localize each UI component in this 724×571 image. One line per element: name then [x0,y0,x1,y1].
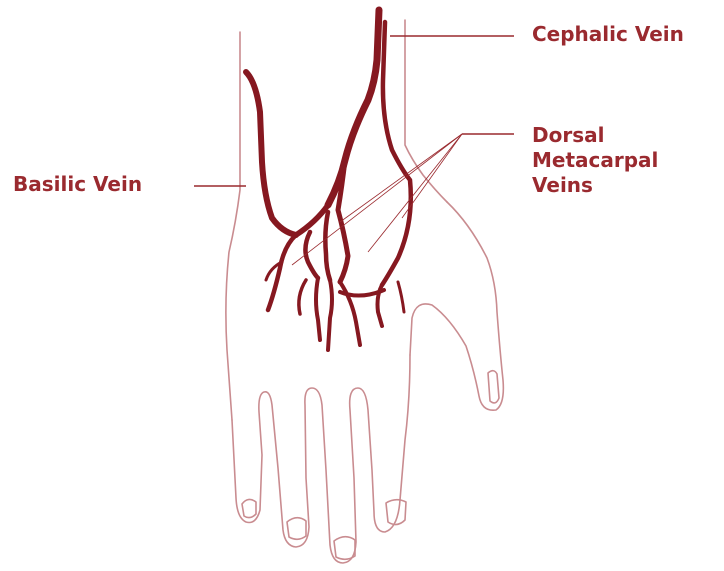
dorsal-metacarpal-veins-label: Dorsal Metacarpal Veins [532,123,658,198]
cephalic-vein [328,10,379,205]
arch-mid-loop [305,232,318,278]
cephalic-vein-label: Cephalic Vein [532,22,684,47]
leader-lines [194,36,514,265]
cephalic-vein-branch [382,22,411,285]
dorsal-label-line-3: Veins [532,173,658,198]
metacarpal-vein-2 [328,280,332,350]
dorsal-label-line-2: Metacarpal [532,148,658,173]
dorsal-leader-1 [340,134,462,222]
arch-mid-right [325,212,330,280]
thumb-outline [410,202,503,410]
metacarpal-vein-1 [316,278,320,340]
dorsal-label-line-1: Dorsal [532,123,658,148]
forearm-right-edge [405,20,447,202]
vein-network [246,10,411,350]
thumbnail [488,371,499,403]
metacarpal-left [299,280,306,314]
basilic-vein [246,72,296,235]
metacarpal-twig [398,282,404,312]
dorsal-leader-2 [292,134,462,265]
dorsal-leader-4 [368,134,462,252]
nail-little [242,499,256,517]
index-finger-outline [232,355,410,563]
dorsal-leader-3 [402,134,462,218]
forearm-left-edge [226,32,240,420]
nail-ring [287,518,306,540]
nail-middle [334,537,355,560]
dorsal-arch [296,205,328,235]
basilic-vein-label: Basilic Vein [13,172,142,197]
arch-left-down [268,235,296,310]
